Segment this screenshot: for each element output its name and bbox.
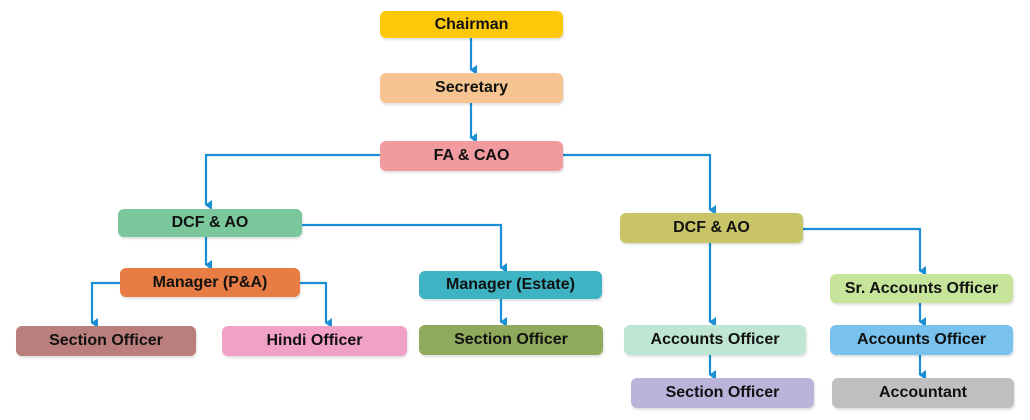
hindi-officer-node: Hindi Officer [222,326,407,356]
chairman-node: Chairman [380,11,563,38]
fa-cao-node: FA & CAO [380,141,563,171]
manager-estate-node: Manager (Estate) [419,271,602,299]
manager-pa-node: Manager (P&A) [120,268,300,297]
accounts-officer-right-node: Accounts Officer [830,325,1013,355]
dcf-ao-left-node: DCF & AO [118,209,302,237]
secretary-node: Secretary [380,73,563,103]
dcf-ao-right-node: DCF & AO [620,213,803,243]
accountant-node: Accountant [832,378,1014,408]
section-officer-accounts-node: Section Officer [631,378,814,408]
accounts-officer-left-node: Accounts Officer [624,325,806,355]
connector-dcf-left-manager-estate [302,223,507,273]
connector-fa-cao-dcf-right [563,153,716,215]
section-officer-estate-node: Section Officer [419,325,603,355]
section-officer-pa-node: Section Officer [16,326,196,356]
connector-fa-cao-dcf-left [204,153,380,210]
connector-group [90,38,926,380]
connector-dcf-right-sr-accounts-officer [803,227,926,276]
connector-manager-pa-hindi-officer [300,281,332,328]
connector-manager-pa-section-officer [90,281,120,328]
sr-accounts-officer-node: Sr. Accounts Officer [830,274,1013,303]
